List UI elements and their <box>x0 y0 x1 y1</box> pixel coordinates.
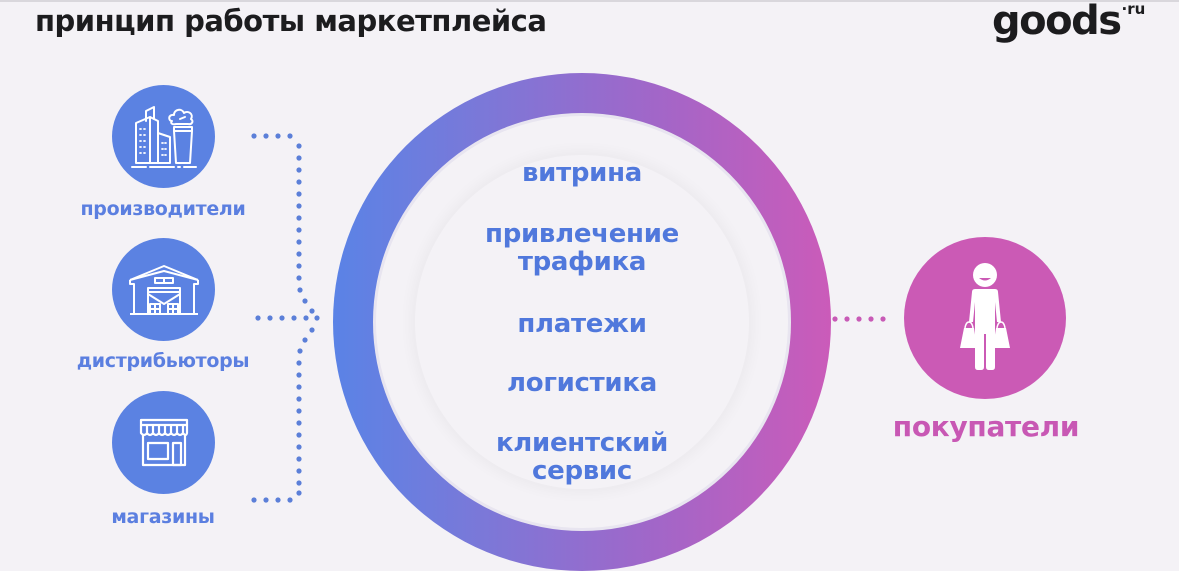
service-logistics-text: логистика <box>507 368 657 398</box>
supplier-node-distributors <box>112 238 215 341</box>
supplier-node-manufacturers <box>112 85 215 188</box>
service-support-line2: сервис <box>532 456 632 486</box>
logo-suffix: ·ru <box>1121 0 1146 18</box>
service-customer-support: клиентский сервис <box>333 429 831 485</box>
warehouse-icon <box>128 264 199 315</box>
buyer-label: покупатели <box>892 410 1080 443</box>
factory-icon <box>130 105 197 168</box>
supplier-label-distributors: дистрибьюторы <box>76 350 250 372</box>
goods-ru-logo: goods·ru <box>992 0 1145 44</box>
service-payments: платежи <box>333 310 831 338</box>
service-traffic-line2: трафика <box>517 247 647 277</box>
service-traffic: привлечение трафика <box>333 220 831 276</box>
page-title: принцип работы маркетплейса <box>35 4 547 38</box>
top-border <box>0 0 1179 2</box>
service-payments-text: платежи <box>517 309 647 339</box>
service-traffic-line1: привлечение <box>485 219 679 249</box>
supplier-label-shops: магазины <box>111 506 215 528</box>
service-storefront: витрина <box>333 159 831 187</box>
storefront-icon <box>139 418 188 466</box>
supplier-label-manufacturers: производители <box>80 198 246 220</box>
buyer-node <box>904 237 1066 399</box>
service-storefront-text: витрина <box>522 158 642 188</box>
marketplace-ring: витрина привлечение трафика платежи логи… <box>333 73 831 571</box>
shopper-icon <box>960 263 1010 370</box>
service-logistics: логистика <box>333 369 831 397</box>
marketplace-ring-inner <box>373 113 791 531</box>
logo-main: goods <box>992 0 1122 44</box>
service-support-line1: клиентский <box>495 428 669 458</box>
supplier-node-shops <box>112 391 215 494</box>
marketplace-services: витрина привлечение трафика платежи логи… <box>333 73 831 571</box>
